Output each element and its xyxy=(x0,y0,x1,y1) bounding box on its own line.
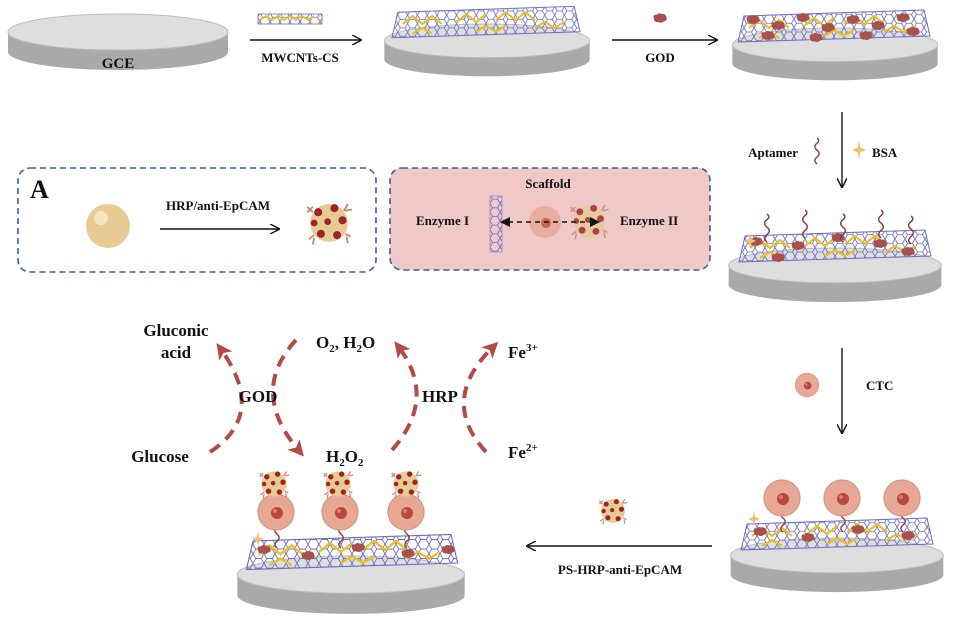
enzyme1-icon xyxy=(489,195,503,253)
hrp-anti-label: HRP/anti-EpCAM xyxy=(166,198,270,213)
polystyrene-bead-icon xyxy=(86,204,130,248)
god-electrode xyxy=(731,8,939,81)
acid-label: acid xyxy=(161,343,192,362)
nanotube-icon xyxy=(257,13,323,25)
aptamer-electrode xyxy=(728,209,942,303)
scaffold-label: Scaffold xyxy=(525,176,571,191)
enzyme-blob-icon xyxy=(653,13,667,23)
aptamer-label: Aptamer xyxy=(748,145,798,160)
step-arrow-mwcnts: MWCNTs-CS xyxy=(250,13,360,65)
step-arrow-ctc: CTC xyxy=(794,348,893,432)
hrp-cycle-label: HRP xyxy=(422,387,458,406)
god-cycle-label: GOD xyxy=(239,387,278,406)
h2o2-label: H2O2 xyxy=(326,447,364,469)
mwcnts-cs-label: MWCNTs-CS xyxy=(261,50,339,65)
step-arrow-god: GOD xyxy=(612,13,716,65)
step-arrow-aptamer-bsa: Aptamer BSA xyxy=(748,112,898,186)
panel-a: A HRP/anti-EpCAM xyxy=(17,167,377,273)
gce-label: GCE xyxy=(102,56,135,72)
bsa-icon xyxy=(852,140,866,160)
glucose-label: Glucose xyxy=(131,447,189,466)
ctc-cell-icon xyxy=(794,372,820,398)
enzyme-scaffold-box: Scaffold Enzyme I Enzyme II xyxy=(389,167,711,271)
gce-electrode: GCE xyxy=(7,13,229,72)
ps-hrp-label: PS-HRP-anti-EpCAM xyxy=(558,562,682,577)
god-label: GOD xyxy=(645,50,675,65)
panel-a-label: A xyxy=(30,175,49,204)
enzyme1-label: Enzyme I xyxy=(416,213,469,228)
o2-h2o-label: O2, H2O xyxy=(316,333,375,355)
ctc-electrode xyxy=(730,479,944,593)
enzyme2-label: Enzyme II xyxy=(620,213,678,228)
fe3-label: Fe3+ xyxy=(508,342,538,362)
fe2-label: Fe2+ xyxy=(508,442,538,462)
probe-nanoparticle-icon xyxy=(598,498,629,526)
bsa-label: BSA xyxy=(872,145,898,160)
mwcnts-electrode xyxy=(383,5,591,77)
ctc-label: CTC xyxy=(866,378,893,393)
aptamer-icon xyxy=(814,137,820,165)
sandwich-electrode xyxy=(236,470,466,615)
gluconic-label: Gluconic xyxy=(143,321,209,340)
reaction-cycle: Gluconic acid Glucose GOD HRP O2, H2O H2… xyxy=(131,321,538,469)
step-arrow-ps-hrp: PS-HRP-anti-EpCAM xyxy=(528,498,712,577)
